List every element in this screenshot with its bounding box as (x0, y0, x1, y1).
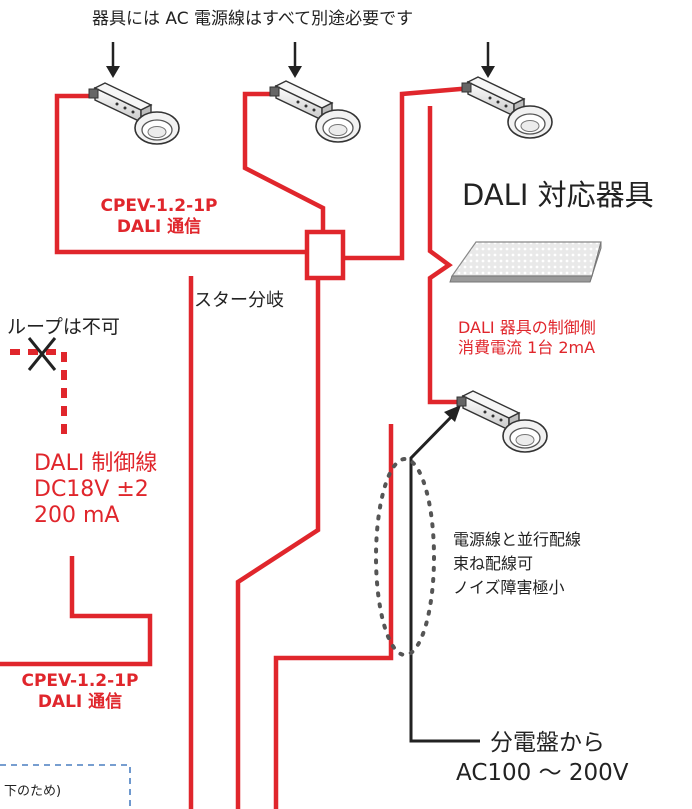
cable-label-bottom: CPEV-1.2-1P DALI 通信 (0, 671, 166, 713)
cable-label-top-line1: CPEV-1.2-1P (100, 196, 218, 216)
wire-loop-stub (10, 349, 67, 440)
wire-top-middle (242, 91, 326, 232)
wire-left-upper (54, 93, 307, 255)
downlight-fixture-icon (88, 82, 180, 145)
wire-right-branch (343, 85, 473, 261)
cable-label-top: CPEV-1.2-1P DALI 通信 (74, 196, 244, 237)
downlight-fixture-icon (456, 390, 548, 453)
cable-label-bottom-line1: CPEV-1.2-1P (21, 671, 139, 691)
parallel-line1: 電源線と並行配線 (453, 530, 582, 549)
star-branch-box (304, 229, 346, 281)
star-branch-label: スター分岐 (194, 290, 284, 311)
distribution-line1: 分電盤から (490, 730, 605, 756)
wire-trunk-right (235, 276, 321, 809)
dashed-note-text: 下のため) (4, 784, 62, 799)
control-line-line2: DC18V ±2 (34, 476, 149, 502)
parallel-wiring-label: 電源線と並行配線 束ね配線可 ノイズ障害極小 (453, 528, 581, 600)
consumption-line2: 消費電流 1台 2mA (458, 337, 596, 357)
dali-fixtures-label: DALI 対応器具 (462, 178, 654, 212)
top-note: 器具には AC 電源線はすべて別途必要です (92, 9, 414, 29)
control-line-line1: DALI 制御線 (34, 451, 158, 476)
wire-left-lower (0, 556, 153, 667)
cross-icon (27, 337, 57, 371)
parallel-line2: 束ね配線可 (453, 554, 534, 573)
loop-label: ループは不可 (7, 316, 120, 338)
note-box-border (0, 764, 131, 809)
cable-label-bottom-line2: DALI 通信 (37, 691, 123, 712)
consumption-line1: DALI 器具の制御側 (458, 318, 596, 337)
wire-right-trunk (427, 106, 462, 405)
ac-power-line (409, 411, 480, 743)
dali-wiring-lines (0, 85, 473, 809)
distribution-line2: AC100 ～ 200V (456, 760, 629, 787)
down-arrows (106, 42, 495, 78)
bundle-ellipse (374, 457, 436, 657)
downlight-fixture-icon (269, 80, 361, 143)
panel-light-icon (449, 241, 602, 283)
downlight-fixture-icon (461, 76, 553, 139)
consumption-label: DALI 器具の制御側 消費電流 1台 2mA (458, 318, 596, 357)
control-line-line3: 200 mA (34, 502, 120, 528)
wire-bottom-right (273, 424, 394, 809)
arrow-head-icon (444, 405, 461, 422)
cable-label-top-line2: DALI 通信 (116, 216, 202, 237)
control-line-label: DALI 制御線 DC18V ±2 200 mA (34, 451, 157, 529)
parallel-line3: ノイズ障害極小 (453, 578, 565, 597)
distribution-label: 分電盤から AC100 ～ 200V (456, 728, 629, 789)
